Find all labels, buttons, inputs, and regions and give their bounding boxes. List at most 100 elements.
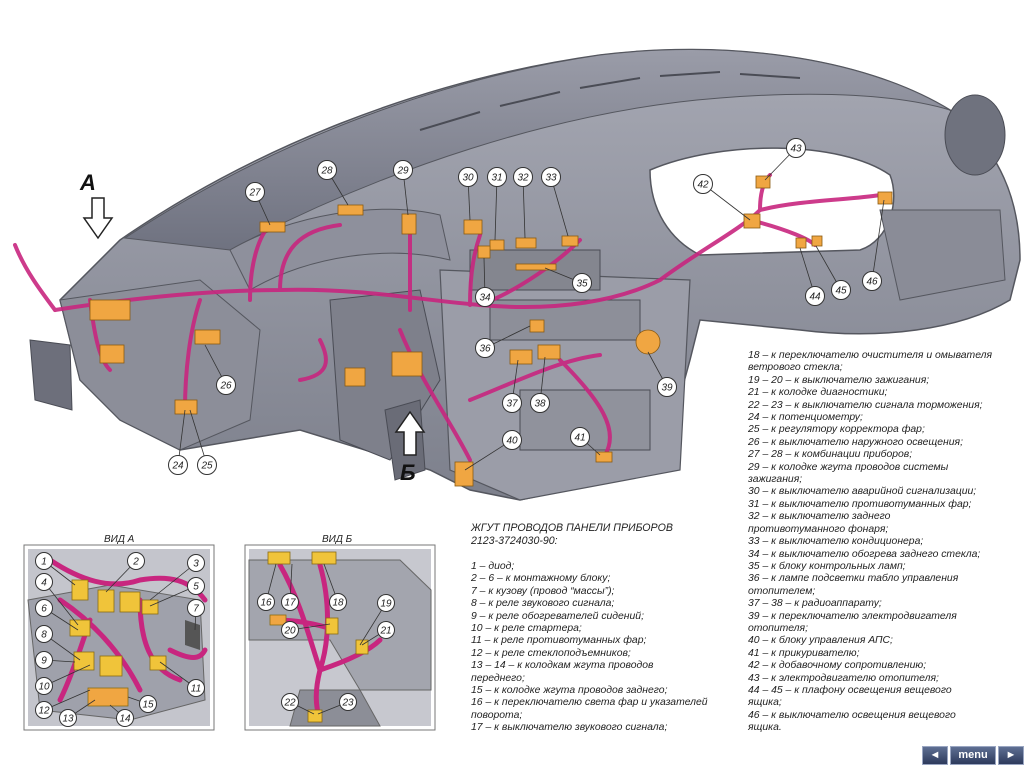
callout-35: 35 — [544, 267, 592, 293]
callout-label: 30 — [462, 173, 474, 184]
callout-39: 39 — [647, 351, 677, 397]
callout-2: 2 — [105, 552, 145, 593]
callout-11: 11 — [159, 661, 205, 697]
inset-view-a — [23, 544, 215, 731]
legend-right-line: 44 – 45 – к плафону освещения вещевого — [748, 684, 952, 696]
legend-right-line: ящика. — [748, 722, 782, 734]
callout-label: 32 — [517, 173, 529, 184]
legend-right-line: 24 – к потенциометру; — [748, 412, 863, 424]
callout-46: 46 — [862, 199, 885, 291]
callout-label: 45 — [835, 286, 847, 297]
legend-right-line: 27 – 28 – к комбинации приборов; — [748, 449, 913, 461]
callout-label: 25 — [200, 461, 213, 472]
legend-left-line: 7 – к кузову (провод “массы”); — [471, 585, 615, 597]
legend-left-line: 8 – к реле звукового сигнала; — [471, 598, 615, 610]
callout-23: 23 — [317, 693, 357, 715]
menu-button[interactable]: menu — [950, 746, 996, 765]
wiring-harness — [13, 173, 882, 462]
callout-label: 6 — [41, 604, 47, 615]
callout-label: 27 — [248, 188, 261, 199]
view-b-title: ВИД Б — [322, 534, 353, 545]
harness-title: ЖГУТ ПРОВОДОВ ПАНЕЛИ ПРИБОРОВ 2123-37240… — [471, 522, 741, 548]
callout-label: 1 — [41, 557, 47, 568]
legend-right-line: 32 – к выключателю заднего — [748, 511, 891, 523]
legend-left-line: 12 – к реле стеклоподъемников; — [471, 647, 631, 659]
legend-right-line: ящика; — [748, 697, 782, 709]
callout-label: 38 — [534, 399, 546, 410]
legend-right-line: 31 – к выключателю противотуманных фар; — [748, 498, 972, 510]
callout-label: 7 — [193, 604, 199, 615]
callout-label: 35 — [576, 279, 588, 290]
callout-22: 22 — [281, 693, 315, 715]
callout-9: 9 — [35, 651, 76, 669]
legend-right-line: 37 – 38 – к радиоаппарату; — [748, 598, 882, 610]
callout-label: 42 — [697, 180, 709, 191]
callout-label: 17 — [284, 598, 296, 609]
next-page-button[interactable]: ► — [998, 746, 1024, 765]
callout-label: 13 — [62, 714, 74, 725]
view-a-arrow: А — [79, 170, 114, 240]
callout-label: 31 — [491, 173, 502, 184]
prev-page-button[interactable]: ◄ — [922, 746, 948, 765]
callout-32: 32 — [513, 167, 533, 239]
callout-40: 40 — [464, 430, 522, 471]
legend-right-line: отопителя; — [748, 622, 808, 634]
callout-3: 3 — [149, 554, 205, 601]
callout-38: 38 — [530, 356, 550, 413]
callout-label: 4 — [41, 578, 47, 589]
legend-right-line: 36 – к лампе подсветки табло управления — [748, 573, 959, 585]
callout-label: 21 — [379, 626, 391, 637]
callout-4: 4 — [35, 573, 79, 626]
callout-29: 29 — [393, 160, 413, 216]
callout-label: 46 — [866, 277, 878, 288]
callout-label: 9 — [41, 656, 47, 667]
callout-label: 8 — [41, 630, 47, 641]
harness-code: 2123-3724030-90: — [471, 535, 558, 547]
callout-label: 15 — [142, 700, 154, 711]
legend-right: 18 – к переключателю очистителя и омыват… — [748, 350, 1020, 735]
callout-label: 2 — [132, 557, 139, 568]
callout-label: 39 — [661, 383, 673, 394]
callout-label: 33 — [545, 173, 557, 184]
callout-label: 11 — [191, 684, 201, 695]
legend-right-line: отопителем; — [748, 585, 816, 597]
legend-right-line: 42 – к добавочному сопротивлению; — [748, 660, 927, 672]
callout-17: 17 — [281, 563, 299, 611]
legend-right-line: 19 – 20 – к выключателю зажигания; — [748, 374, 930, 386]
callout-label: 16 — [260, 598, 272, 609]
callout-45: 45 — [815, 245, 851, 300]
callout-label: 24 — [171, 461, 184, 472]
callout-label: 10 — [38, 682, 50, 693]
callout-label: 12 — [38, 706, 50, 717]
callout-33: 33 — [541, 167, 569, 237]
callout-15: 15 — [127, 695, 157, 713]
callout-16: 16 — [257, 563, 277, 611]
legend-right-line: 26 – к выключателю наружного освещения; — [748, 436, 963, 448]
callout-label: 36 — [479, 344, 491, 355]
callout-34: 34 — [475, 257, 495, 307]
callout-label: 29 — [396, 166, 409, 177]
legend-right-line: 35 – к блоку контрольных ламп; — [748, 560, 906, 572]
view-a-letter: А — [79, 170, 96, 195]
callout-8: 8 — [35, 625, 81, 661]
callout-42: 42 — [693, 174, 751, 221]
callout-14: 14 — [109, 704, 134, 727]
callout-label: 26 — [219, 381, 232, 392]
callout-28: 28 — [317, 160, 349, 206]
callout-10: 10 — [35, 664, 91, 695]
harness-title-text: ЖГУТ ПРОВОДОВ ПАНЕЛИ ПРИБОРОВ — [471, 522, 673, 534]
callout-21: 21 — [361, 621, 395, 646]
callout-label: 40 — [506, 436, 518, 447]
legend-left-line: переднего; — [471, 672, 525, 684]
callout-12: 12 — [35, 689, 91, 719]
callout-25: 25 — [189, 409, 217, 475]
callout-label: 23 — [341, 698, 354, 709]
legend-right-line: 18 – к переключателю очистителя и омыват… — [748, 350, 993, 361]
legend-right-line: 29 – к колодке жгута проводов системы — [748, 461, 949, 473]
callout-20: 20 — [281, 621, 331, 639]
callout-label: 3 — [193, 559, 199, 570]
legend-left-line: 9 – к реле обогревателей сидений; — [471, 610, 644, 622]
